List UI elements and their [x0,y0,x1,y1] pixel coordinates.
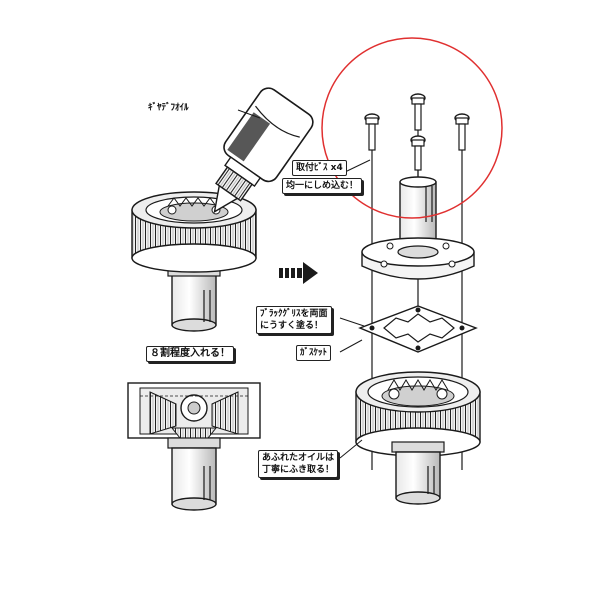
left-spur-gear [131,191,257,273]
gasket [358,305,478,353]
mounting-screw [410,93,426,131]
left-output-shaft [167,265,221,332]
gasket-label: ｶﾞｽｹｯﾄ [296,345,332,361]
left-cutaway-view [127,382,261,511]
wipe-oil-note-line1: あふれたオイルは [262,453,335,463]
mounting-screw [410,135,426,171]
diff-top-cap [361,176,475,280]
oil-bottle [213,87,314,214]
highlight-circle [321,37,503,219]
mounting-screw [364,113,380,151]
right-spur-gear [355,371,481,505]
wipe-oil-note-line2: 丁寧にふき取る！ [262,465,335,475]
wipe-oil-note: あふれたオイルは 丁寧にふき取る！ [258,450,339,478]
right-exploded-assembly [237,93,481,505]
tighten-evenly-label: 均一にしめ込む！ [282,178,363,194]
mounting-screw [454,113,470,151]
fill-level-label: ８割程度入れる！ [146,346,234,362]
grease-note: ﾌﾞﾗｯｸｸﾞﾘｽを両面 にうすく塗る！ [256,306,332,334]
leader-lines [237,109,371,459]
gear-oil-label: ｷﾞﾔﾃﾞﾌｵｲﾙ [148,103,189,113]
screw-spec-label: 取付ﾋﾞｽ x4 [292,160,347,176]
arrow-right-icon [279,262,318,284]
grease-note-line2: にうすく塗る！ [260,321,324,331]
left-diff-assembly [131,87,314,332]
grease-note-line1: ﾌﾞﾗｯｸｸﾞﾘｽを両面 [260,309,328,319]
